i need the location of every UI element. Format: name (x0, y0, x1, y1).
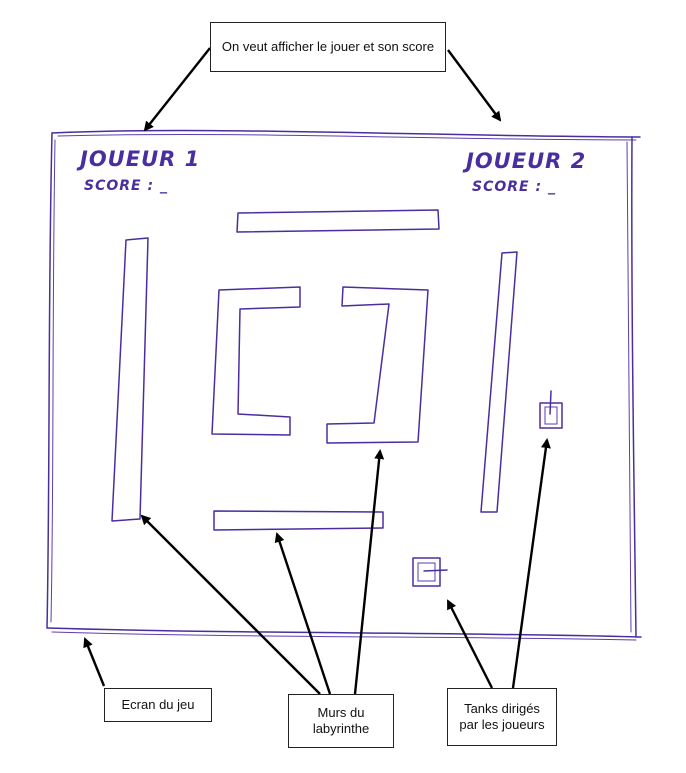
arrow-to-player1 (143, 47, 211, 132)
callout-player-score: On veut afficher le jouer et son score (210, 22, 446, 72)
tank-player1 (412, 557, 448, 587)
game-screen-frame (46, 129, 642, 641)
arrow-to-tank2 (511, 438, 551, 689)
arrow-to-bracket-wall (353, 449, 385, 695)
maze-walls (111, 209, 518, 531)
player2-score: SCORE : _ (472, 179, 556, 195)
arrow-to-left-wall (140, 514, 321, 695)
maze-wall-bottom (213, 510, 384, 531)
annotation-arrows (83, 47, 551, 695)
player2-label: JOUEUR 2 (462, 149, 586, 173)
player1-score: SCORE : _ (84, 178, 168, 194)
maze-wall-top (236, 209, 440, 233)
callout-maze-walls: Murs du labyrinthe (288, 694, 394, 748)
callout-game-screen-text: Ecran du jeu (121, 697, 195, 712)
callout-maze-walls-text: Murs du labyrinthe (312, 705, 370, 736)
callout-player-score-text: On veut afficher le jouer et son score (221, 39, 435, 54)
tank-player2 (539, 390, 563, 429)
arrow-to-bottom-wall (274, 532, 332, 695)
maze-wall-left-bracket (211, 286, 301, 436)
maze-wall-left (111, 237, 149, 522)
arrow-to-tank1 (446, 599, 494, 689)
maze-wall-right-bracket (326, 286, 429, 444)
arrow-to-screen (83, 637, 106, 687)
maze-wall-right (480, 251, 518, 513)
callout-tanks: Tanks dirigés par les joueurs (447, 688, 557, 746)
callout-game-screen: Ecran du jeu (104, 688, 212, 722)
arrow-to-player2 (447, 49, 502, 122)
player1-label: JOUEUR 1 (76, 147, 200, 171)
callout-tanks-text: Tanks dirigés par les joueurs (459, 701, 545, 732)
